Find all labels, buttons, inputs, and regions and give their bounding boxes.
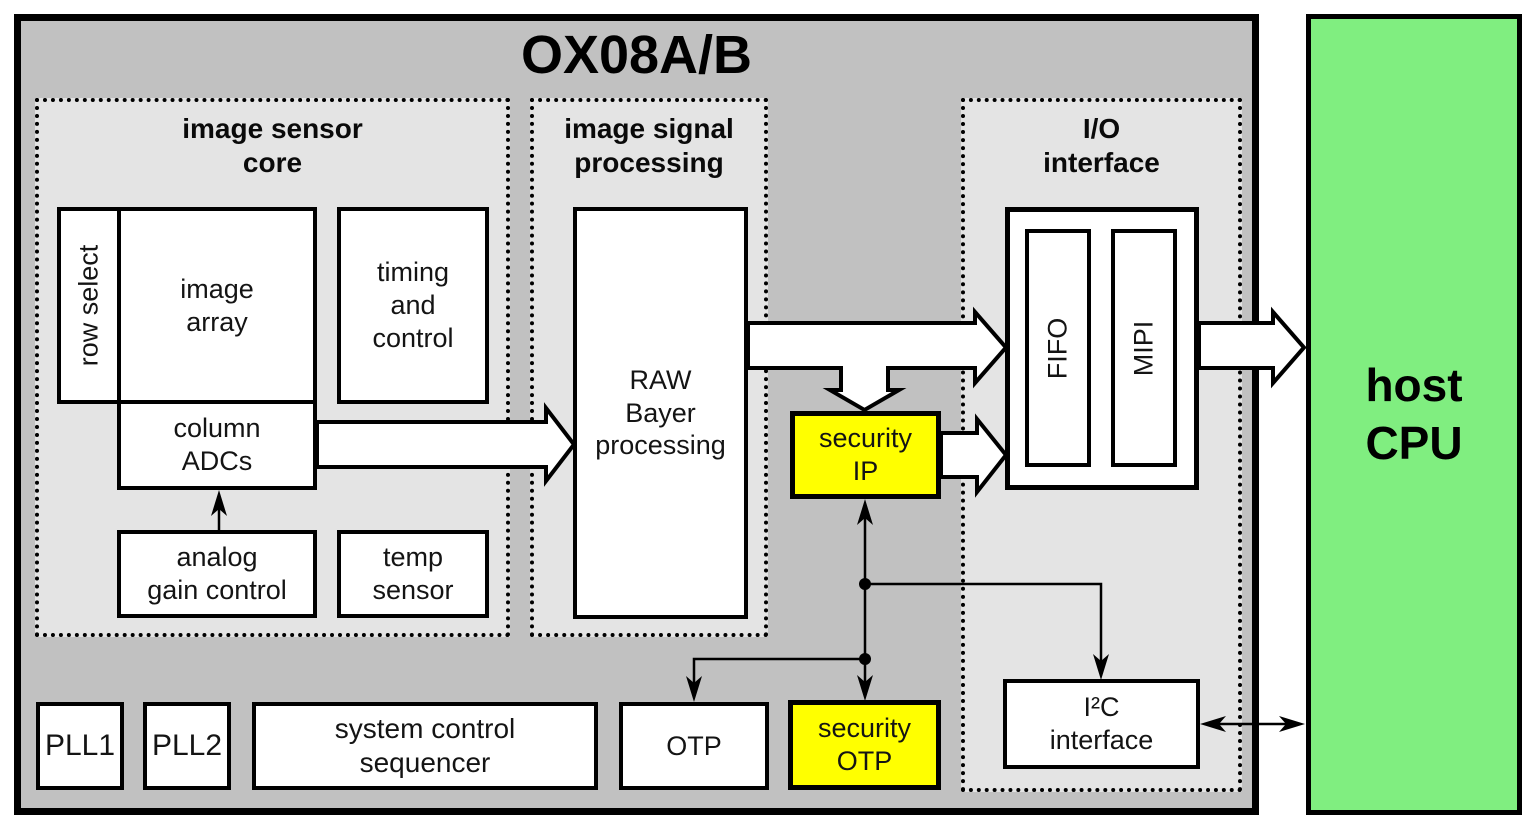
host-cpu-label: host CPU <box>1365 359 1463 469</box>
row-select-block: row select <box>57 207 121 404</box>
column-adcs-label: column ADCs <box>173 413 261 476</box>
raw-bayer-processing-label: RAW Bayer processing <box>595 364 726 461</box>
otp-block: OTP <box>619 702 769 790</box>
fifo-label: FIFO <box>1042 317 1073 379</box>
region-image-sensor-core-label: image sensor core <box>182 113 363 179</box>
i2c-interface-label: I²C interface <box>1049 692 1154 755</box>
i2c-interface-block: I²C interface <box>1003 679 1200 769</box>
fifo-block: FIFO <box>1025 229 1091 467</box>
raw-bayer-processing-block: RAW Bayer processing <box>573 207 748 619</box>
temp-sensor-block: temp sensor <box>337 530 489 618</box>
analog-gain-control-block: analog gain control <box>117 530 317 618</box>
pll2-block: PLL2 <box>143 702 231 790</box>
image-array-label: image array <box>180 273 254 337</box>
host-cpu-block: host CPU <box>1306 14 1522 815</box>
timing-and-control-label: timing and control <box>372 257 454 353</box>
region-image-signal-processing-label: image signal processing <box>564 113 734 179</box>
security-ip-label: security IP <box>818 423 913 486</box>
region-io-interface-label: I/O interface <box>1043 113 1160 179</box>
row-select-label: row select <box>73 244 104 367</box>
security-ip-block: security IP <box>790 411 941 499</box>
pll1-block: PLL1 <box>36 702 124 790</box>
mipi-block: MIPI <box>1111 229 1177 467</box>
pll2-label: PLL2 <box>151 728 223 762</box>
analog-gain-control-label: analog gain control <box>147 542 287 605</box>
arrowhead-right-host <box>1279 716 1305 732</box>
system-control-sequencer-label: system control sequencer <box>334 712 516 778</box>
system-control-sequencer-block: system control sequencer <box>252 702 598 790</box>
pll1-label: PLL1 <box>44 728 116 762</box>
timing-and-control-block: timing and control <box>337 207 489 404</box>
image-array-block: image array <box>117 207 317 404</box>
chip-title: OX08A/B <box>520 25 753 85</box>
mipi-label: MIPI <box>1128 320 1159 376</box>
temp-sensor-label: temp sensor <box>372 542 454 605</box>
security-otp-block: security OTP <box>788 700 941 790</box>
security-otp-label: security OTP <box>817 713 912 776</box>
otp-label: OTP <box>666 730 722 761</box>
column-adcs-block: column ADCs <box>117 400 317 490</box>
